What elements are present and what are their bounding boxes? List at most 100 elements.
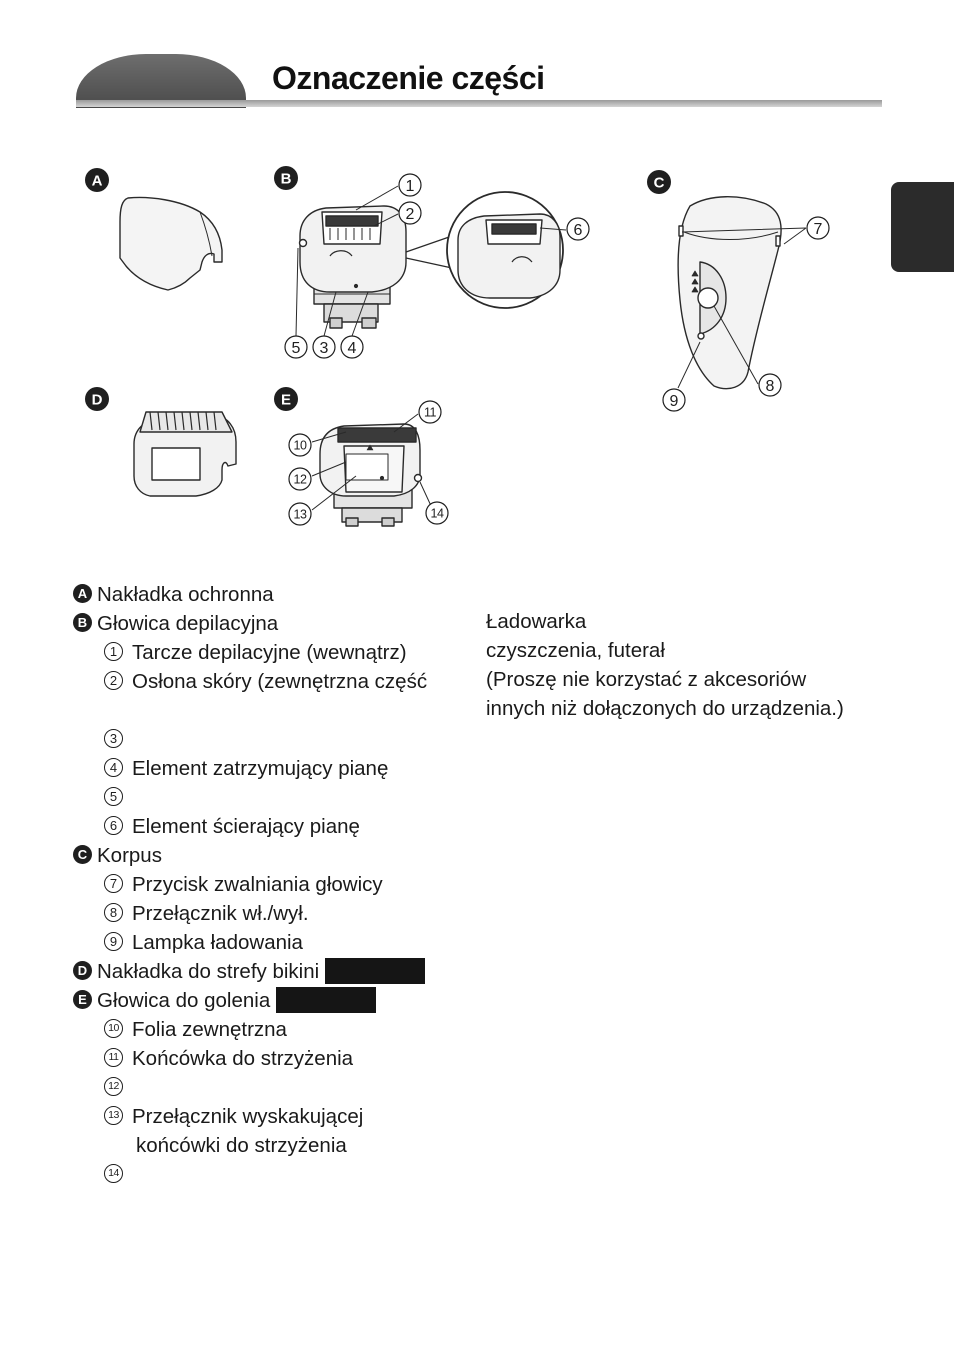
part-b3: 3 — [73, 725, 473, 754]
letter-badge-b: B — [73, 613, 92, 633]
part-c7: 7 Przycisk zwalniania głowicy — [73, 870, 473, 899]
number-badge: 3 — [104, 729, 123, 749]
part-e13: 13 Przełącznik wyskakującej — [73, 1102, 473, 1131]
bikini-comb-illustration — [133, 411, 237, 497]
part-b2: 2 Osłona skóry (zewnętrzna część — [73, 667, 473, 725]
part-label: Głowica do golenia — [97, 989, 271, 1012]
part-b4: 4 Element zatrzymujący pianę — [73, 754, 473, 783]
part-label: Końcówka do strzyżenia — [132, 1047, 354, 1070]
page-title: Oznaczenie części — [272, 60, 545, 96]
redacted-bar — [325, 957, 426, 984]
part-e13-continued: końcówki do strzyżenia — [73, 1131, 473, 1160]
header-rule — [76, 100, 882, 107]
svg-text:13: 13 — [294, 508, 307, 522]
part-label: Osłona skóry (zewnętrzna część — [132, 670, 428, 693]
accessory-line: (Proszę nie korzystać z akcesoriów — [486, 668, 807, 691]
svg-text:14: 14 — [431, 507, 444, 521]
part-e12: 12 — [73, 1073, 473, 1102]
number-badge: 10 — [104, 1019, 123, 1039]
svg-text:4: 4 — [348, 340, 357, 357]
number-badge: 12 — [104, 1077, 123, 1097]
accessories-note: Ładowarka czyszczenia, futerał (Proszę n… — [486, 607, 906, 723]
svg-text:12: 12 — [294, 473, 307, 487]
part-label: Element ścierający pianę — [132, 815, 360, 838]
letter-badge-a: A — [73, 584, 92, 604]
part-label: Przełącznik wł./wył. — [132, 902, 309, 925]
svg-text:8: 8 — [766, 378, 775, 395]
part-label: Korpus — [97, 844, 162, 867]
callout-13: 13 — [288, 502, 312, 526]
number-badge: 5 — [104, 787, 123, 807]
number-badge: 6 — [104, 816, 123, 836]
letter-badge-b: B — [274, 166, 298, 190]
callout-1: 1 — [398, 173, 422, 197]
letter-badge-c: C — [73, 845, 92, 865]
callout-9: 9 — [662, 388, 686, 412]
accessory-line: innych niż dołączonych do urządzenia.) — [486, 697, 844, 720]
epilating-head-illustration — [298, 205, 407, 329]
protective-cap-illustration — [119, 196, 223, 291]
svg-text:1: 1 — [406, 178, 415, 195]
callout-12: 12 — [288, 467, 312, 491]
part-b1: 1 Tarcze depilacyjne (wewnątrz) — [73, 638, 473, 667]
part-label: Przycisk zwalniania głowicy — [132, 873, 383, 896]
part-label: Lampka ładowania — [132, 931, 303, 954]
part-label: Głowica depilacyjna — [97, 612, 279, 635]
foam-wiper-zoom — [405, 191, 564, 309]
epilator-body-illustration — [677, 196, 782, 390]
part-label: Przełącznik wyskakującej — [132, 1105, 364, 1128]
part-b6: 6 Element ścierający pianę — [73, 812, 473, 841]
callout-4: 4 — [340, 335, 364, 359]
shaver-head-illustration — [319, 423, 423, 527]
letter-badge-d: D — [85, 387, 109, 411]
part-label: Nakładka ochronna — [97, 583, 274, 606]
svg-text:5: 5 — [292, 340, 301, 357]
number-badge: 2 — [104, 671, 123, 691]
number-badge: 13 — [104, 1106, 123, 1126]
callout-6: 6 — [566, 217, 590, 241]
callout-5: 5 — [284, 335, 308, 359]
redacted-bar — [276, 986, 377, 1013]
letter-badge-e: E — [274, 387, 298, 411]
svg-text:11: 11 — [424, 406, 437, 420]
number-badge: 4 — [104, 758, 123, 778]
svg-text:D: D — [92, 392, 103, 409]
svg-text:E: E — [281, 392, 291, 409]
section-side-tab — [891, 182, 954, 272]
part-label: Tarcze depilacyjne (wewnątrz) — [132, 641, 407, 664]
callout-10: 10 — [288, 433, 312, 457]
number-badge: 7 — [104, 874, 123, 894]
svg-text:3: 3 — [320, 340, 329, 357]
leader-lines — [295, 185, 807, 511]
callout-3: 3 — [312, 335, 336, 359]
letter-badge-c: C — [647, 170, 671, 194]
part-label: Nakładka do strefy bikini — [97, 960, 320, 983]
svg-text:6: 6 — [574, 222, 583, 239]
number-badge: 1 — [104, 642, 123, 662]
letter-badge-e: E — [73, 990, 92, 1010]
part-label: Element zatrzymujący pianę — [132, 757, 389, 780]
accessory-line: Ładowarka — [486, 610, 587, 633]
accessory-line: czyszczenia, futerał — [486, 639, 665, 662]
callout-11: 11 — [418, 400, 442, 424]
svg-text:9: 9 — [670, 393, 679, 410]
letter-badge-d: D — [73, 961, 92, 981]
part-e14: 14 — [73, 1160, 473, 1189]
callout-7: 7 — [806, 216, 830, 240]
part-e11: 11 Końcówka do strzyżenia — [73, 1044, 473, 1073]
svg-text:2: 2 — [406, 206, 415, 223]
number-badge: 11 — [104, 1048, 123, 1068]
svg-text:C: C — [654, 175, 665, 192]
letter-badge-a: A — [85, 168, 109, 192]
header-tab — [76, 54, 246, 108]
part-b5: 5 — [73, 783, 473, 812]
